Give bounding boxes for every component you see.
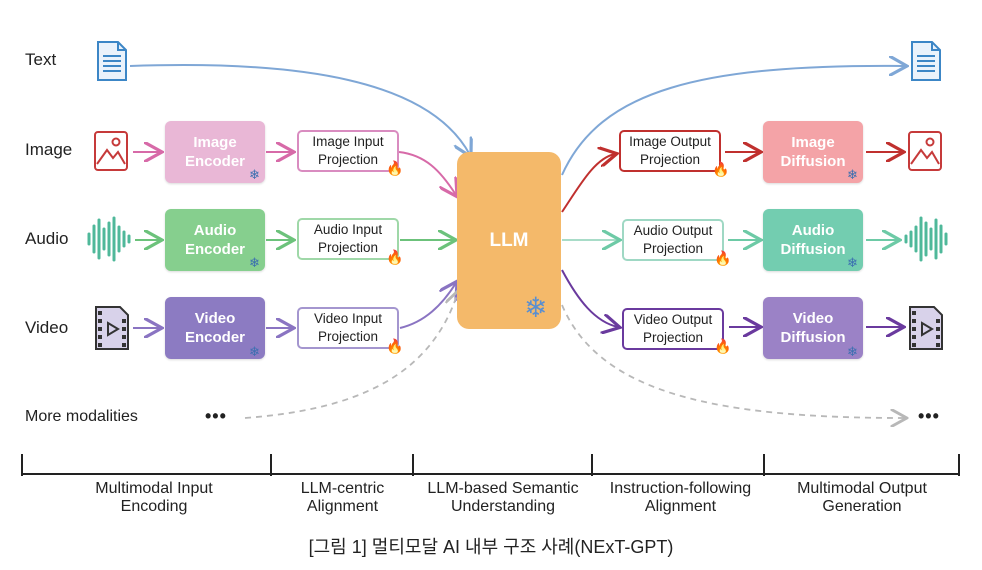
stage-3-line1: LLM-based Semantic <box>427 480 579 497</box>
image-output-projection-trainable-icon: 🔥 <box>712 161 730 177</box>
audio-encoder-line1: Audio <box>193 222 237 239</box>
modality-label-text: Text <box>25 50 57 69</box>
audio-diffusion-box: Audio Diffusion <box>763 209 863 271</box>
text-output-document-icon <box>911 41 941 81</box>
stage-2-line1: LLM-centric <box>300 480 385 497</box>
image-diffusion-line2: Diffusion <box>780 153 846 170</box>
stage-4-line1: Instruction-following <box>609 480 752 497</box>
image-output-projection-line1: Image Output <box>629 134 711 149</box>
image-diffusion-frozen-icon: ❄ <box>847 167 858 182</box>
more-modalities-output-ellipsis: ••• <box>918 406 940 426</box>
audio-output-projection-box: Audio Output Projection <box>622 219 724 261</box>
image-input-projection-trainable-icon: 🔥 <box>386 160 404 176</box>
image-diffusion-line1: Image <box>791 134 835 151</box>
audio-encoder-box: Audio Encoder <box>165 209 265 271</box>
video-output-projection-box: Video Output Projection <box>622 308 724 350</box>
video-diffusion-frozen-icon: ❄ <box>847 344 858 359</box>
audio-diffusion-line2: Diffusion <box>780 241 846 258</box>
audio-diffusion-frozen-icon: ❄ <box>847 255 858 270</box>
video-input-projection-line1: Video Input <box>313 311 383 326</box>
text-input-arrow <box>129 64 470 155</box>
image-input-projection-line1: Image Input <box>312 134 384 149</box>
llm-to-image-output-projection-arrow <box>561 154 615 213</box>
video-encoder-line1: Video <box>194 310 236 327</box>
image-output-projection-line2: Projection <box>639 152 701 167</box>
stage-label-input-encoding: Multimodal Input Encoding <box>64 480 244 516</box>
llm-label: LLM <box>489 229 529 251</box>
stage-2-line2: Alignment <box>306 498 379 515</box>
image-encoder-line1: Image <box>193 134 237 151</box>
video-encoder-line2: Encoder <box>184 329 245 346</box>
image-diffusion-box: Image Diffusion <box>763 121 863 183</box>
image-output-projection-box: Image Output Projection <box>619 130 721 172</box>
stage-5-line2: Generation <box>822 498 902 515</box>
more-modalities-input-arrow <box>244 292 458 419</box>
audio-output-waveform-icon <box>904 216 948 262</box>
audio-output-projection-line1: Audio Output <box>633 223 713 238</box>
stage-label-llm-alignment: LLM-centric Alignment <box>275 480 410 516</box>
audio-input-projection-trainable-icon: 🔥 <box>386 249 404 265</box>
video-file-icon <box>95 306 129 350</box>
video-diffusion-line2: Diffusion <box>780 329 846 346</box>
audio-waveform-icon <box>87 216 131 262</box>
image-encoder-box: Image Encoder <box>165 121 265 183</box>
stage-4-line2: Alignment <box>644 498 717 515</box>
audio-output-projection-trainable-icon: 🔥 <box>714 250 732 266</box>
more-modalities-output-arrow <box>561 304 905 418</box>
modality-label-video: Video <box>25 318 69 337</box>
stage-bracket <box>21 454 960 476</box>
figure-caption: [그림 1] 멀티모달 AI 내부 구조 사례(NExT-GPT) <box>308 537 674 557</box>
stage-label-output-generation: Multimodal Output Generation <box>772 480 952 516</box>
video-output-projection-line2: Projection <box>642 330 704 345</box>
stage-1-line2: Encoding <box>120 498 188 515</box>
audio-encoder-frozen-icon: ❄ <box>249 255 260 270</box>
modality-label-audio: Audio <box>25 229 69 248</box>
image-icon <box>94 131 128 171</box>
image-encoder-frozen-icon: ❄ <box>249 167 260 182</box>
image-input-projection-box: Image Input Projection <box>297 130 399 172</box>
stage-label-semantic-understanding: LLM-based Semantic Understanding <box>413 480 593 516</box>
stage-label-instruction-alignment: Instruction-following Alignment <box>593 480 768 516</box>
image-input-projection-line2: Projection <box>317 152 379 167</box>
video-encoder-box: Video Encoder <box>165 297 265 359</box>
video-input-projection-trainable-icon: 🔥 <box>386 338 404 354</box>
video-output-file-icon <box>909 306 943 350</box>
audio-input-projection-line1: Audio Input <box>313 222 383 237</box>
llm-to-video-output-projection-arrow <box>561 269 618 327</box>
video-diffusion-box: Video Diffusion <box>763 297 863 359</box>
llm-box: LLM <box>457 152 561 329</box>
audio-input-projection-box: Audio Input Projection <box>297 218 399 260</box>
stage-5-line1: Multimodal Output <box>797 480 927 497</box>
video-encoder-frozen-icon: ❄ <box>249 344 260 359</box>
stage-1-line1: Multimodal Input <box>95 480 213 497</box>
audio-diffusion-line1: Audio <box>791 222 835 239</box>
text-output-arrow <box>561 66 905 176</box>
video-output-projection-line1: Video Output <box>633 312 713 327</box>
audio-input-projection-line2: Projection <box>317 240 379 255</box>
stage-3-line2: Understanding <box>450 498 556 515</box>
image-projection-to-llm-arrow <box>398 151 456 195</box>
text-document-icon <box>97 41 127 81</box>
modality-label-image: Image <box>25 140 73 159</box>
modality-label-more: More modalities <box>25 408 138 425</box>
llm-frozen-icon: ❄ <box>524 292 548 323</box>
video-output-projection-trainable-icon: 🔥 <box>714 338 732 354</box>
audio-encoder-line2: Encoder <box>184 241 245 258</box>
image-encoder-line2: Encoder <box>184 153 245 170</box>
more-modalities-input-ellipsis: ••• <box>205 406 227 426</box>
video-diffusion-line1: Video <box>792 310 834 327</box>
audio-output-projection-line2: Projection <box>642 241 704 256</box>
video-input-projection-box: Video Input Projection <box>297 307 399 349</box>
video-input-projection-line2: Projection <box>317 329 379 344</box>
image-output-icon <box>908 131 942 171</box>
video-projection-to-llm-arrow <box>399 283 456 329</box>
